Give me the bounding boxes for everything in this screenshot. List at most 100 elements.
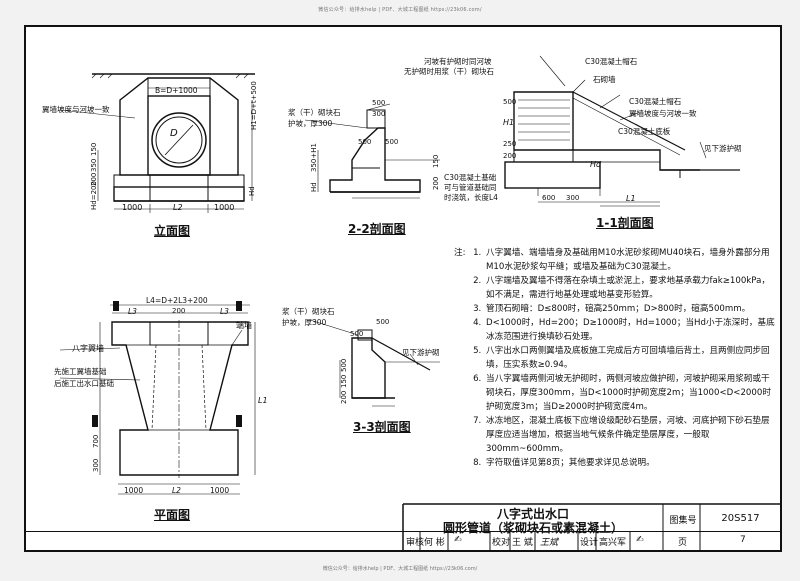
s11-dim-500: 500: [503, 98, 517, 106]
note-item: 八字端墙及翼墙不得落在杂填土或淤泥上，要求地基承载力fak≥100kPa，如不满…: [484, 274, 776, 302]
title-block-grid: [402, 503, 782, 550]
plan-label-wingwall: 八字翼墙: [72, 344, 104, 353]
section-2-2-view: [304, 103, 440, 199]
s11-note6: 翼墙坡度与河坡一致: [629, 109, 697, 118]
plan-dim-300: 300: [92, 458, 100, 472]
elev-dim-h1: H1=D+t+500: [250, 81, 258, 130]
section-1-1-title: 1-1剖面图: [596, 216, 654, 230]
section-2-2-title: 2-2剖面图: [348, 222, 406, 236]
plan-dim-700: 700: [92, 434, 100, 448]
plan-dim-1000a: 1000: [124, 486, 144, 495]
note-item: 当八字翼墙两侧河坡无护砌时，两侧河坡应做护砌，河坡护砌采用浆砌或干砌块石，厚度3…: [484, 372, 776, 414]
plan-dim-l1: L1: [258, 396, 268, 405]
plan-dim-1000b: 1000: [210, 486, 230, 495]
s22-dim-hd: Hd: [310, 182, 318, 192]
atlas-value: 20S517: [721, 513, 760, 524]
s11-dim-h1: H1: [503, 118, 515, 127]
s11-dim-200: 200: [503, 152, 517, 160]
elev-dim-200b: Hd=200: [90, 181, 98, 210]
note-item: 冰冻地区，混凝土底板下应增设级配砂石垫层，河坡、河底护砌下砂石垫层厚度应适当增加…: [484, 414, 776, 456]
elev-dim-bot-mid: L2: [173, 203, 183, 212]
page-label: 页: [678, 538, 688, 548]
notes-block: 注: 八字翼墙、端墙墙身及基础用M10水泥砂浆砌MU40块石，墙身外露部分用M1…: [454, 246, 776, 470]
s11-note10: 可与管道基础同: [444, 183, 497, 192]
s11-dim-300: 300: [566, 194, 580, 202]
s22-dim-500b: 500: [358, 138, 372, 146]
elev-dim-bot-left: 1000: [122, 203, 143, 212]
section-1-1-view: [504, 55, 740, 207]
s33-label1: 浆（干）砌块石: [282, 307, 335, 316]
s22-label1: 浆（干）砌块石: [288, 108, 341, 117]
plan-dim-l2: L2: [172, 486, 181, 495]
elev-dim-hd: Hd: [248, 186, 256, 196]
s33-label2: 护坡，厚300: [282, 318, 327, 327]
s11-note9: C30混凝土基础: [444, 173, 497, 182]
plan-label-endwall: 端墙: [236, 321, 252, 330]
design-label: 设计: [580, 538, 599, 548]
s33-dim-150: 150: [340, 374, 348, 388]
check-label: 校对: [492, 538, 511, 548]
check-signature: 王斌: [540, 538, 559, 548]
s22-dim-500a: 500: [372, 99, 386, 107]
footer-watermark: 微信公众号：给排水help | PDF、大城工程图纸 https://23k06…: [322, 566, 478, 572]
s33-note: 见下游护砌: [402, 348, 440, 357]
plan-dim-l3b: L3: [220, 307, 229, 316]
s11-dim-hd: Hd: [590, 160, 602, 169]
s33-dim-500c: 500: [340, 358, 348, 372]
review-signature: ✍: [454, 535, 462, 545]
s22-label2: 护坡，厚300: [288, 119, 333, 128]
s11-note5: C30混凝土帽石: [629, 97, 682, 106]
elev-dim-350: 350: [90, 158, 98, 172]
elev-dim-150: 150: [90, 142, 98, 156]
drawing-sheet: [24, 25, 782, 552]
plan-label-first: 先施工翼墙基础: [54, 367, 107, 376]
elev-note-wing-slope: 翼墙坡度与河坡一致: [42, 105, 110, 114]
plan-view: [59, 301, 256, 495]
s11-note3: C30混凝土帽石: [585, 57, 638, 66]
s22-dim-200: 200: [432, 176, 440, 190]
note-item: 字符取值详见第8页；其他要求详见总说明。: [484, 456, 776, 470]
page-value: 7: [740, 535, 746, 545]
plan-dim-l3a: L3: [128, 307, 137, 316]
signature-row: 审核 何 彬 ✍ 校对 王 斌 王斌 设计 高兴军 ✍ 页 7: [24, 531, 782, 551]
s33-dim-500b: 500: [350, 330, 364, 338]
s22-dim-hh: 350+H1: [310, 143, 318, 172]
section-3-3-view: [309, 319, 440, 407]
s11-dim-250: 250: [503, 140, 517, 148]
s22-dim-150: 150: [432, 154, 440, 168]
drawing-title-line1: 八字式出水口: [496, 507, 569, 521]
s22-dim-500c: 500: [385, 138, 399, 146]
notes-list: 八字翼墙、端墙墙身及基础用M10水泥砂浆砌MU40块石，墙身外露部分用M10水泥…: [454, 246, 776, 470]
plan-title: 平面图: [154, 508, 191, 522]
review-name: 何 彬: [424, 538, 445, 548]
note-item: 八字翼墙、端墙墙身及基础用M10水泥砂浆砌MU40块石，墙身外露部分用M10水泥…: [484, 246, 776, 274]
s11-note1: 河坡有护砌时同河坡: [424, 57, 492, 66]
elevation-title: 立面图: [154, 224, 191, 238]
note-item: 管顶石砌暗：D≤800时，碹高250mm；D>800时，碹高500mm。: [484, 302, 776, 316]
header-watermark: 微信公众号：给排水help | PDF、大城工程图纸 https://23k06…: [318, 7, 482, 13]
note-item: D<1000时，Hd=200；D≥1000时，Hd=1000；当Hd小于冻深时，…: [484, 316, 776, 344]
plan-label-after: 后施工出水口基础: [54, 379, 114, 388]
design-name: 高兴军: [599, 538, 627, 548]
s11-note8: 见下游护砌: [704, 144, 742, 153]
section-3-3-title: 3-3剖面图: [353, 420, 411, 434]
s33-dim-200: 200: [340, 390, 348, 404]
check-name: 王 斌: [512, 538, 533, 548]
design-signature: ✍: [636, 535, 644, 545]
elev-dim-bot-right: 1000: [214, 203, 235, 212]
s33-dim-500a: 500: [376, 318, 390, 326]
elevation-view: [59, 73, 255, 213]
notes-label: 注:: [454, 248, 466, 258]
s11-dim-600: 600: [542, 194, 556, 202]
note-item: 八字出水口两侧翼墙及底板施工完成后方可回填墙后背土，且两侧应同步回填，压实系数≥…: [484, 344, 776, 372]
review-label: 审核: [406, 538, 425, 548]
s11-dim-l1: L1: [626, 194, 636, 203]
elev-dim-d: D: [170, 128, 178, 139]
plan-dim-top: L4=D+2L3+200: [146, 296, 208, 305]
s22-dim-300: 300: [372, 110, 386, 118]
atlas-label: 图集号: [669, 516, 697, 526]
elev-dim-top: B=D+1000: [155, 86, 198, 95]
s11-note4: 石砌墙: [593, 75, 616, 84]
plan-dim-200: 200: [172, 307, 186, 315]
